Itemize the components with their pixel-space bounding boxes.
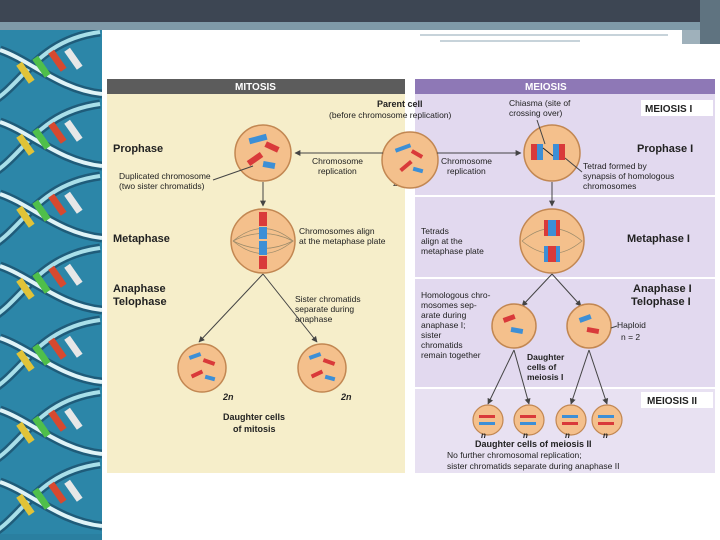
metaphase-i-label: Metaphase I — [627, 233, 690, 245]
sister-chromatids-label: (two sister chromatids) — [119, 181, 205, 191]
sister-chromatids-label-line1: Sister chromatids — [295, 294, 361, 304]
daughter-cells-mitosis-line1: Daughter cells — [223, 412, 285, 422]
tetrads-label-line1: Tetrads — [421, 226, 449, 236]
no-further-replication-label: No further chromosomal replication; — [447, 450, 582, 460]
homologous-label-line7: remain together — [421, 350, 481, 360]
anaphase-i-label: Anaphase I — [633, 283, 692, 295]
mitosis-daughter-cell-right — [297, 343, 347, 393]
meiosis-i-daughter-cell-left — [491, 303, 537, 349]
mitosis-header — [107, 79, 405, 94]
meiosis-i-daughter-cell-right — [566, 303, 612, 349]
haploid-n-label-3: n — [565, 431, 570, 440]
chromosome-replication-right-line1: Chromosome — [441, 156, 492, 166]
mitosis-daughter-2n-left: 2n — [222, 392, 234, 402]
duplicated-chromosome-label: Duplicated chromosome — [119, 171, 211, 181]
chromosomes-align-label-line1: Chromosomes align — [299, 226, 375, 236]
haploid-n-label-1: n — [481, 431, 486, 440]
slide-corner-block — [682, 30, 700, 44]
homologous-label-line6: chromatids — [421, 340, 463, 350]
meiosis-ii-daughter-cell-3 — [555, 404, 587, 436]
homologous-label-line2: mosomes sep- — [421, 300, 477, 310]
sister-chromatids-label-line2: separate during — [295, 304, 354, 314]
daughter-cells-meiosis-ii-label: Daughter cells of meiosis II — [475, 439, 592, 449]
chiasma-label-line1: Chiasma (site of — [509, 98, 571, 108]
tetrad-label-line1: Tetrad formed by — [583, 161, 648, 171]
mitosis-prophase-cell — [234, 124, 292, 182]
telophase-i-label: Telophase I — [631, 296, 691, 308]
homologous-label-line4: anaphase I; — [421, 320, 465, 330]
chromosome-replication-left-line1: Chromosome — [312, 156, 363, 166]
mitosis-daughter-cell-left — [177, 343, 227, 393]
parent-cell — [381, 131, 439, 189]
meiosis-header-label: MEIOSIS — [525, 82, 567, 93]
chromosomes-align-label-line2: at the metaphase plate — [299, 236, 386, 246]
meiosis-metaphase-cell — [519, 208, 585, 274]
meiosis-ii-daughter-cell-2 — [513, 404, 545, 436]
tetrads-label-line2: align at the — [421, 236, 463, 246]
meiosis-ii-daughter-cell-1 — [472, 404, 504, 436]
prophase-i-label: Prophase I — [637, 143, 693, 155]
meiosis-ii-tag: MEIOSIS II — [647, 396, 697, 407]
dna-decoration-strip — [0, 30, 102, 540]
haploid-number-label: n = 2 — [621, 332, 640, 342]
daughter-cells-meiosis-i-line2: cells of — [527, 362, 556, 372]
chiasma-label-line2: crossing over) — [509, 108, 563, 118]
chromosome-replication-right-line2: replication — [447, 166, 486, 176]
slide-corner-block — [700, 0, 720, 44]
chromosome-replication-left-line2: replication — [318, 166, 357, 176]
sister-chromatids-label-line3: anaphase — [295, 314, 333, 324]
daughter-cells-meiosis-i-line3: meiosis I — [527, 372, 563, 382]
slide-top-line — [440, 40, 580, 42]
slide-top-bar — [0, 0, 720, 22]
meiosis-ii-daughter-cell-4 — [591, 404, 623, 436]
daughter-cells-meiosis-i-line1: Daughter — [527, 352, 565, 362]
sister-chromatids-separate-label: sister chromatids separate during anapha… — [447, 461, 619, 471]
parent-cell-label: Parent cell — [377, 99, 423, 109]
meiosis-prophase-cell — [523, 124, 581, 182]
haploid-n-label-4: n — [603, 431, 608, 440]
mitosis-header-label: MITOSIS — [235, 82, 276, 93]
homologous-label-line1: Homologous chro- — [421, 290, 491, 300]
tetrad-label-line3: chromosomes — [583, 181, 636, 191]
homologous-label-line5: sister — [421, 330, 441, 340]
tetrad-label-line2: synapsis of homologous — [583, 171, 674, 181]
haploid-n-label-2: n — [523, 431, 528, 440]
telophase-label: Telophase — [113, 296, 167, 308]
meiosis-header — [415, 79, 715, 94]
homologous-label-line3: arate during — [421, 310, 467, 320]
slide-top-accent — [0, 22, 720, 30]
prophase-label: Prophase — [113, 143, 163, 155]
anaphase-label: Anaphase — [113, 283, 166, 295]
mitosis-meiosis-figure: MITOSIS MEIOSIS MEIOSIS I Parent cell (b… — [107, 78, 715, 473]
tetrads-label-line3: metaphase plate — [421, 246, 484, 256]
mitosis-daughter-2n-right: 2n — [340, 392, 352, 402]
daughter-cells-mitosis-line2: of mitosis — [233, 424, 276, 434]
slide-top-line — [420, 34, 668, 36]
meiosis-i-tag: MEIOSIS I — [645, 104, 692, 115]
metaphase-label: Metaphase — [113, 233, 170, 245]
parent-cell-sublabel: (before chromosome replication) — [329, 110, 452, 120]
haploid-label: Haploid — [617, 320, 646, 330]
